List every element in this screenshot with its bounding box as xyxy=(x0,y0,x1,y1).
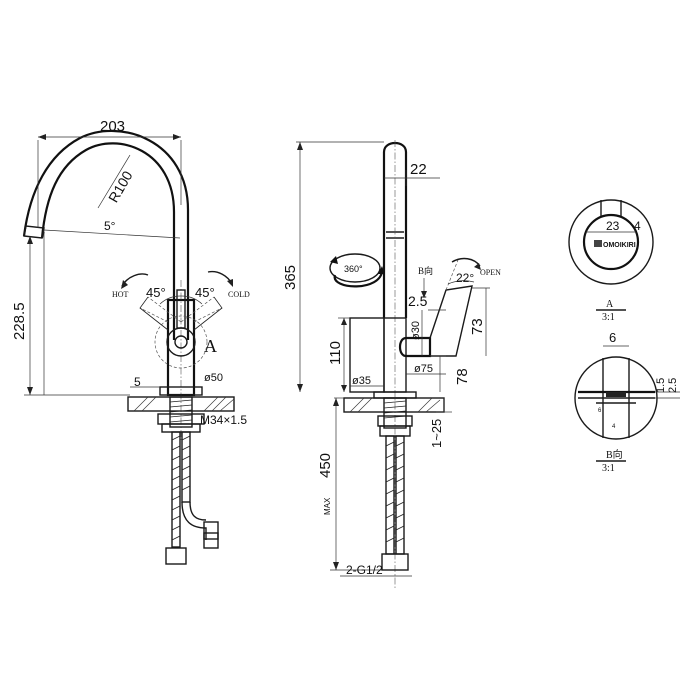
spout-diameter: 22 xyxy=(410,161,427,178)
spout-inner-outline xyxy=(40,142,176,340)
connection-size: 2-G1/2 xyxy=(346,563,383,577)
handle-hub xyxy=(174,335,188,349)
thread-size: M34×1.5 xyxy=(200,413,247,427)
base-diameter: ø50 xyxy=(204,372,223,384)
rotation-360-icon xyxy=(329,253,385,288)
detail-a-marker: A xyxy=(204,336,217,356)
side-lever-handle xyxy=(429,285,473,357)
spout-tip xyxy=(23,225,45,239)
countertop-hatch xyxy=(133,396,235,412)
detail-b-scale: 3:1 xyxy=(602,463,615,474)
base-thickness: 5 xyxy=(134,375,141,389)
counter-thickness: 1~25 xyxy=(429,419,444,448)
lever-offset: 2.5 xyxy=(408,293,428,309)
hot-label: HOT xyxy=(112,290,129,299)
base-ring xyxy=(159,386,203,396)
side-lever-base xyxy=(398,336,432,358)
hose-max-label: MAX xyxy=(323,497,332,515)
view-b-marker: B向 xyxy=(418,265,433,276)
open-angle: 22° xyxy=(456,271,474,285)
side-countertop-hatch xyxy=(349,397,441,413)
side-countertop xyxy=(343,397,445,413)
detail-a-brand: OMOIKIRI xyxy=(603,242,636,249)
detail-b-gap-a: 1.5 xyxy=(655,378,667,393)
side-supply-hoses xyxy=(381,435,409,571)
detail-a-width: 23 xyxy=(606,219,620,233)
body-height: 110 xyxy=(327,341,344,365)
detail-b-gap-b: 2.5 xyxy=(667,378,679,393)
total-height: 365 xyxy=(282,265,299,290)
shank-threads xyxy=(169,399,193,423)
hose-length: 450 xyxy=(317,453,334,478)
lever-base-height: 78 xyxy=(454,368,471,385)
tilt-reference-line xyxy=(43,229,181,239)
open-label: OPEN xyxy=(480,268,501,277)
detail-b-inner-b: 4 xyxy=(612,424,616,430)
cold-label: COLD xyxy=(228,290,250,299)
width-dimension: 203 xyxy=(100,118,125,135)
radius-dimension: R100 xyxy=(105,168,136,205)
detail-a-depth: 4 xyxy=(634,219,641,233)
supply-hoses xyxy=(165,431,219,565)
detail-b-inner-a: 6 xyxy=(598,408,602,414)
detail-a: 23 4 OMOIKIRI A 3:1 xyxy=(568,199,654,323)
reach-diameter: ø75 xyxy=(414,363,433,375)
height-dimension: 228.5 xyxy=(11,302,28,340)
spout-outer-outline xyxy=(22,129,190,340)
side-view: 22 365 360° B向 22° OPEN 2.5 ø xyxy=(282,140,501,590)
detail-b-width: 6 xyxy=(609,330,616,345)
body-diameter: ø35 xyxy=(352,375,371,387)
detail-a-scale: 3:1 xyxy=(602,312,615,323)
detail-a-outline xyxy=(568,199,654,285)
brand-logo-icon xyxy=(594,240,602,247)
detail-a-label: A xyxy=(606,299,614,310)
lever-diameter: ø30 xyxy=(410,321,422,340)
rotation-angle: 360° xyxy=(344,264,363,274)
front-view: 203 R100 5° 228.5 45° 45° HOT C xyxy=(11,118,250,565)
hot-angle: 45° xyxy=(146,285,166,300)
tilt-angle: 5° xyxy=(104,219,116,233)
detail-b-label: B向 xyxy=(606,448,623,461)
cold-angle: 45° xyxy=(195,285,215,300)
detail-b: 6 1.5 2.5 6 4 B向 3:1 xyxy=(574,330,680,474)
detail-a-handle xyxy=(582,213,640,271)
detail-a-circle xyxy=(154,315,208,369)
lever-height: 73 xyxy=(469,318,486,335)
handle-lever xyxy=(176,289,186,329)
